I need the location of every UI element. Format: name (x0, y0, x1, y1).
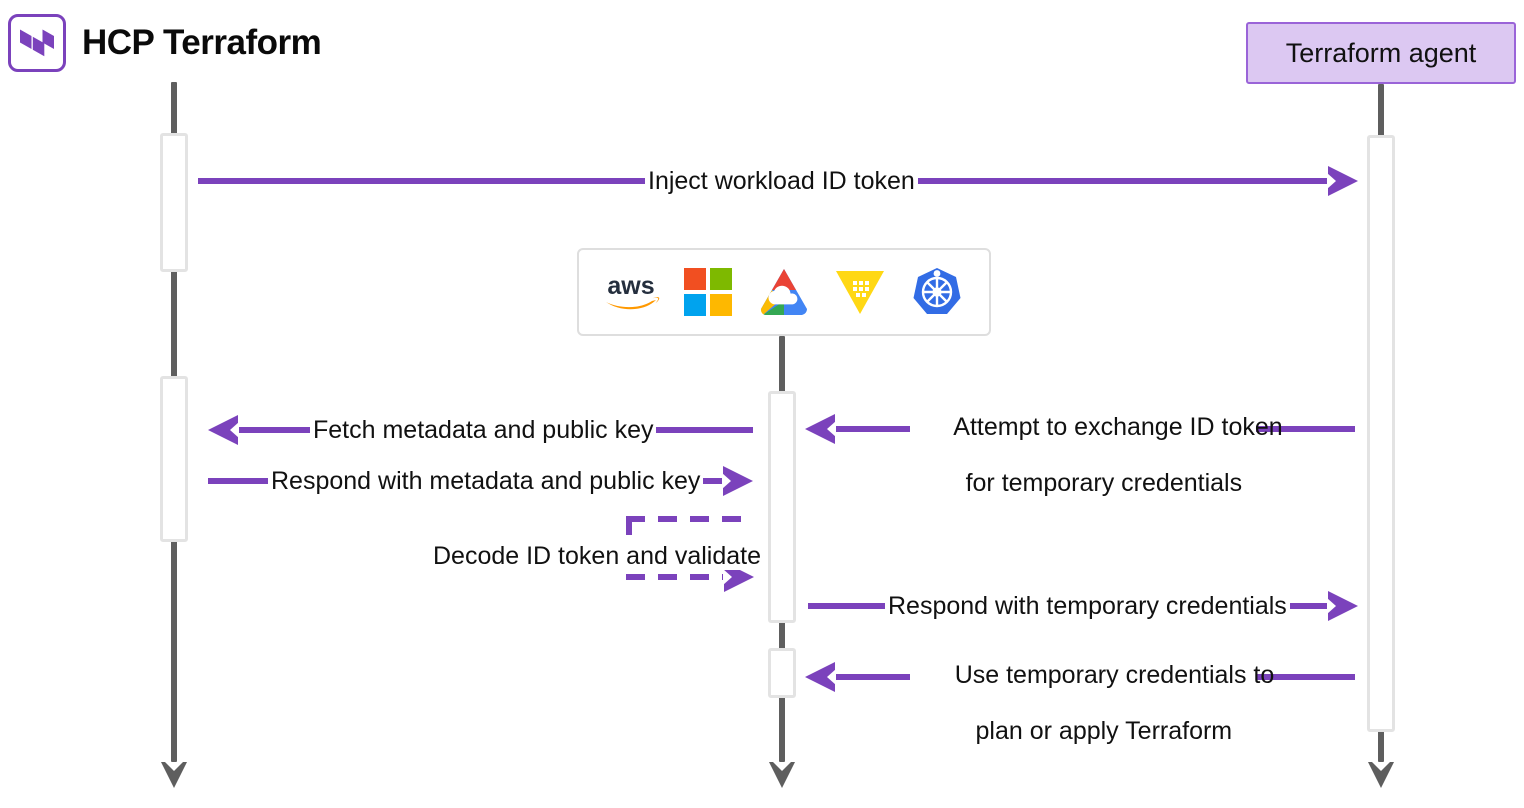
message-label: Respond with temporary credentials (885, 592, 1290, 620)
message-label: Use temporary credentials to plan or app… (910, 633, 1274, 773)
activation-hcp-2 (160, 376, 188, 542)
arrowhead-left-icon (208, 415, 239, 445)
selfloop-bottom-line (626, 574, 724, 580)
selfloop-top-line (626, 516, 754, 522)
message-label-line-1: Attempt to exchange ID token (953, 413, 1283, 441)
message-label-line-2: for temporary credentials (965, 469, 1243, 497)
message-decode-id-token-validate-label: Decode ID token and validate (430, 542, 764, 570)
arrowhead-right-icon (1327, 591, 1358, 621)
terraform-logo-icon (8, 14, 66, 72)
participant-hcp-terraform: HCP Terraform (8, 14, 322, 72)
vault-icon (829, 264, 891, 320)
message-label: Respond with metadata and public key (268, 467, 704, 495)
microsoft-azure-icon (677, 264, 739, 320)
lifeline-cloud-providers-end-arrow (769, 762, 795, 788)
message-label: Inject workload ID token (645, 167, 918, 195)
arrowhead-left-icon (805, 414, 836, 444)
activation-cloud-1 (768, 391, 796, 623)
aws-icon: aws (600, 264, 662, 320)
svg-text:aws: aws (608, 272, 655, 300)
activation-cloud-2 (768, 648, 796, 698)
lifeline-terraform-agent-end-arrow (1368, 762, 1394, 788)
lifeline-hcp-terraform-end-arrow (161, 762, 187, 788)
google-cloud-icon (753, 264, 815, 320)
participant-cloud-providers: aws (577, 248, 991, 336)
kubernetes-icon (906, 264, 968, 320)
activation-hcp-1 (160, 133, 188, 272)
message-label-line-2: plan or apply Terraform (975, 717, 1233, 745)
activation-agent-1 (1367, 135, 1395, 732)
arrowhead-right-icon (722, 466, 753, 496)
arrowhead-right-icon (1327, 166, 1358, 196)
message-label: Fetch metadata and public key (310, 416, 657, 444)
page-title: HCP Terraform (82, 23, 322, 62)
arrowhead-left-icon (805, 662, 836, 692)
message-label: Attempt to exchange ID token for tempora… (910, 385, 1283, 525)
participant-terraform-agent[interactable]: Terraform agent (1246, 22, 1516, 84)
message-label-line-1: Use temporary credentials to (954, 661, 1275, 689)
participant-terraform-agent-label: Terraform agent (1285, 37, 1477, 68)
